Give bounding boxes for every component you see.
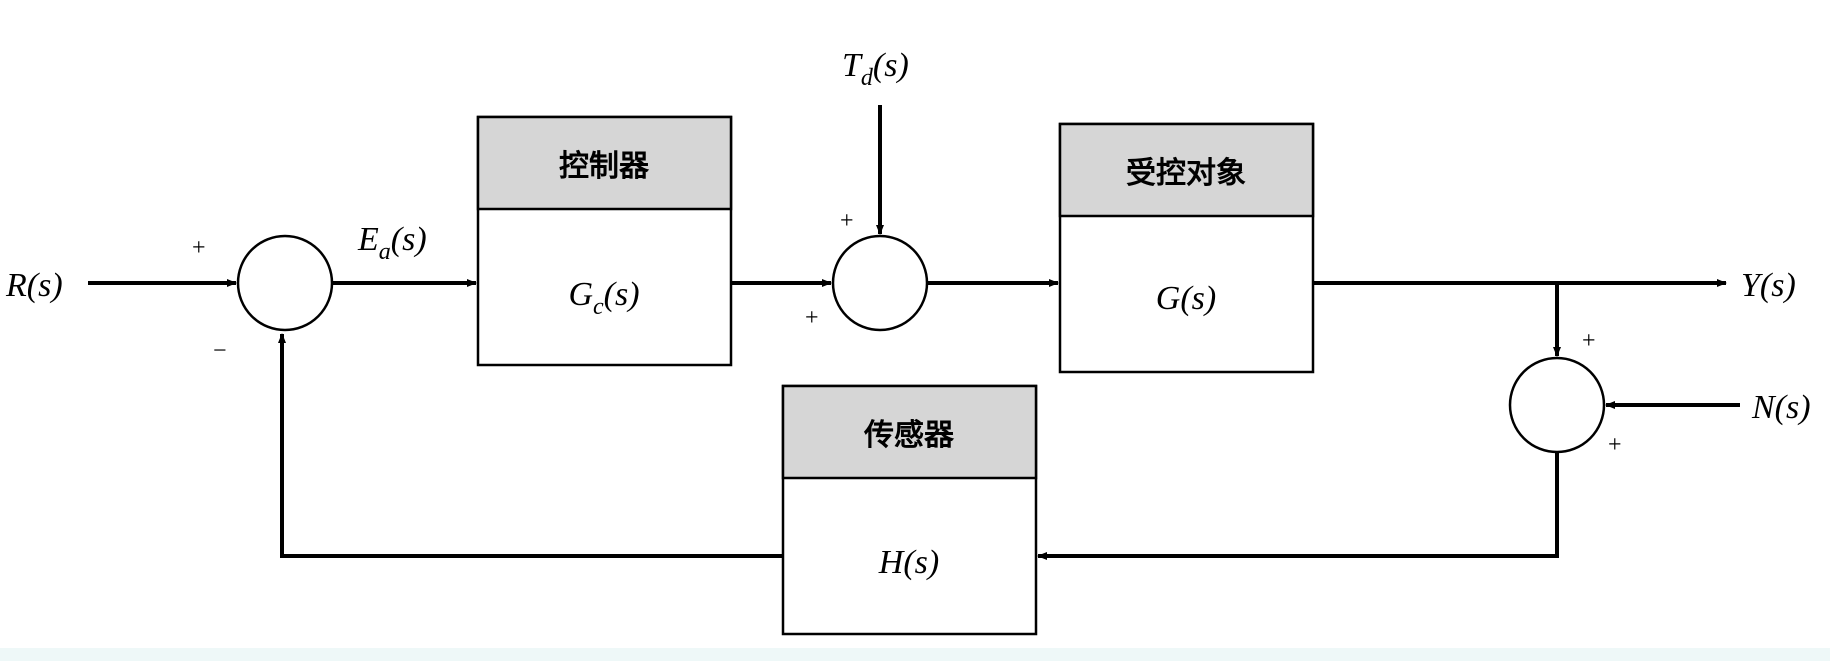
sum2-disturbance-sign: + (840, 208, 854, 234)
gc-sub: c (593, 294, 604, 320)
error-arg: (s) (391, 221, 427, 258)
gc-arg: (s) (604, 276, 640, 313)
summing-junction-disturbance (831, 234, 929, 332)
input-label: R(s) (5, 267, 63, 304)
sensor-header (781, 384, 1038, 480)
sum3-noise-sign: + (1608, 432, 1622, 458)
controller-block: 控制器 Gc(s) (476, 115, 733, 367)
input-label-text: R(s) (5, 267, 63, 304)
bottom-tint-strip (0, 648, 1830, 661)
sum1-input-sign: + (192, 235, 206, 261)
plant-transfer-label: G(s) (1156, 280, 1216, 317)
noise-label: N(s) (1751, 389, 1811, 426)
controller-header-text: 控制器 (559, 149, 650, 184)
plant-block: 受控对象 G(s) (1058, 122, 1315, 374)
disturbance-main: T (842, 47, 863, 84)
gc-main: G (568, 276, 593, 313)
sensor-header-text: 传感器 (863, 418, 955, 453)
summing-junction-noise (1508, 356, 1606, 454)
error-main: E (357, 221, 379, 258)
controller-header (476, 115, 733, 211)
error-label: Ea(s) (357, 221, 427, 265)
feedback-wire (278, 333, 783, 558)
disturbance-sub: d (861, 65, 874, 91)
sensor-block: 传感器 H(s) (781, 384, 1038, 636)
disturbance-label: Td(s) (842, 47, 909, 91)
sum3-output-sign: + (1582, 328, 1596, 354)
error-sub: a (379, 239, 391, 265)
sum2-controller-sign: + (805, 305, 819, 331)
sum1-feedback-sign: − (213, 338, 227, 364)
measurement-wire (1037, 452, 1559, 560)
summing-junction-error (236, 234, 334, 332)
plant-header (1058, 122, 1315, 218)
plant-header-text: 受控对象 (1126, 156, 1246, 191)
disturbance-arg: (s) (873, 47, 909, 84)
sensor-transfer-label: H(s) (878, 544, 939, 581)
controller-transfer-label: Gc(s) (568, 276, 639, 320)
output-label: Y(s) (1741, 267, 1796, 304)
